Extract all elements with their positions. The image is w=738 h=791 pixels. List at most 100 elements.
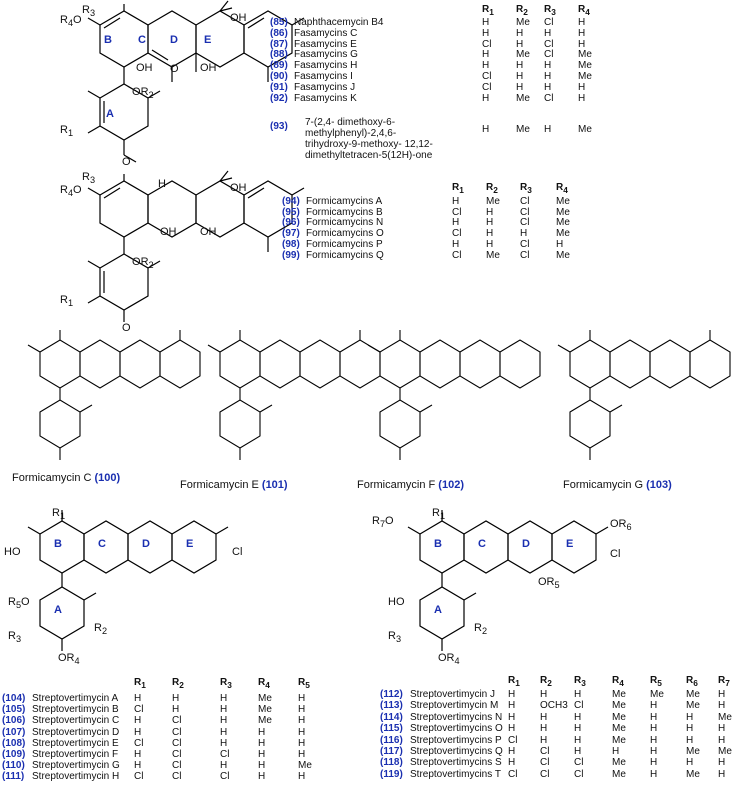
substituent-cell: H (650, 734, 658, 746)
compound-name: Streptovertimycin A (32, 693, 119, 704)
substituent-cell: Cl (540, 757, 550, 769)
col-header-r6: R6 (686, 675, 698, 688)
ring-label-c: C (98, 538, 106, 550)
caption-id: (101) (261, 479, 288, 491)
atom-label-r1: R1 (52, 507, 66, 522)
compound-number: (112) (380, 689, 403, 700)
substituent-cell: Cl (134, 771, 144, 783)
substituent-cell: H (482, 27, 490, 39)
col-header-r3: R3 (544, 4, 556, 17)
atom-label-oh: OH (200, 226, 217, 238)
col-header-r1: R1 (134, 677, 146, 690)
substituent-cell: H (134, 749, 142, 760)
substituent-cell: H (544, 124, 552, 135)
substituent-cell: Me (516, 17, 530, 28)
substituent-cell: H (686, 734, 694, 746)
col-header-r1: R1 (482, 4, 494, 17)
substituent-cell: Me (258, 693, 272, 704)
atom-label-or4: OR4 (58, 652, 80, 667)
compound-number: (109) (2, 749, 26, 760)
compound-name: Formicamycins B (306, 206, 383, 218)
ring-label-a: A (434, 604, 442, 616)
substituent-cell: H (508, 757, 516, 769)
substituent-cell: Me (556, 228, 570, 240)
col-header-r7: R7 (718, 675, 730, 688)
compound-number: (114) (380, 711, 403, 723)
atom-label-r2: R2 (94, 622, 108, 637)
compound-name: Streptovertimycins N (410, 711, 503, 723)
substituent-cell: H (298, 771, 306, 783)
substituent-cell: Me (612, 768, 626, 780)
substituent-cell: Cl (452, 249, 462, 261)
col-header-r2: R2 (172, 677, 184, 690)
substituent-cell: H (650, 757, 658, 769)
substituent-cell: Cl (172, 771, 182, 783)
substituent-cell: Cl (574, 768, 584, 780)
ring-label-c: C (478, 538, 486, 550)
compound-name: Formicamycins N (306, 217, 384, 229)
compound-number: (105) (2, 704, 26, 716)
caption-name: Formicamycin C (12, 472, 92, 484)
compound-name: Streptovertimycins O (410, 723, 503, 735)
substituent-cell: Cl (482, 38, 492, 50)
substituent-cell: Me (556, 206, 570, 218)
compound-name: Formicamycins A (306, 196, 383, 207)
compound-name: Streptovertimycin F (32, 749, 119, 760)
substituent-cell: H (578, 38, 586, 50)
substituent-cell: Cl (520, 238, 530, 250)
substituent-cell: H (718, 689, 726, 700)
atom-label-r3: R3 (8, 630, 22, 645)
substituent-cell: Me (612, 757, 626, 769)
ring-label-a: A (106, 108, 114, 120)
substituent-cell: H (718, 768, 726, 780)
substituent-cell: Cl (574, 700, 584, 712)
substituent-cell: H (486, 228, 494, 240)
substituent-cell: H (574, 689, 582, 700)
substituent-cell: H (482, 17, 490, 28)
substituent-cell: Me (578, 124, 592, 135)
substituent-cell: H (258, 749, 266, 760)
substituent-cell: H (452, 196, 460, 207)
ring-label-d: D (142, 538, 150, 550)
compound-name: Fasamycins I (294, 71, 353, 82)
substituent-cell: H (544, 71, 552, 82)
substituent-cell: H (486, 217, 494, 229)
compound-name: Streptovertimycin E (32, 737, 119, 749)
substituent-cell: H (578, 27, 586, 39)
compound-name: Streptovertimycin M (410, 700, 499, 712)
col-header-r4: R4 (578, 4, 590, 17)
atom-label-cl: Cl (232, 546, 243, 558)
compound-name: Fasamycins H (294, 60, 358, 72)
compound-number: (111) (2, 771, 25, 783)
substituent-cell: H (574, 746, 582, 757)
substituent-cell: H (298, 737, 306, 749)
compound-number: (96) (282, 217, 300, 229)
substituent-cell: H (298, 715, 306, 727)
compound-name: Streptovertimycin G (32, 760, 120, 772)
substituent-cell: Cl (452, 206, 462, 218)
substituent-cell: H (298, 726, 306, 738)
substituent-cell: H (544, 27, 552, 39)
compound-number: (113) (380, 700, 403, 712)
atom-label-o: O (122, 322, 131, 334)
atom-label-oh: OH (230, 12, 247, 24)
substituent-cell: Cl (172, 749, 182, 760)
substituent-cell: Me (650, 689, 664, 700)
caption-formicamycin-e: Formicamycin E (101) (180, 479, 288, 491)
caption-formicamycin-c: Formicamycin C (100) (12, 472, 120, 484)
atom-label-o: O (122, 156, 131, 168)
substituent-cell: H (544, 81, 552, 93)
ring-label-c: C (138, 34, 146, 46)
substituent-cell: Me (578, 49, 592, 61)
substituent-cell: H (650, 768, 658, 780)
substituent-cell: H (516, 27, 524, 39)
compound-name: Fasamycins E (294, 38, 357, 50)
atom-label-ho: HO (388, 596, 405, 608)
compound-number: (88) (270, 49, 288, 61)
substituent-cell: Me (686, 746, 700, 757)
substituent-cell: Me (556, 217, 570, 229)
substituent-cell: H (220, 715, 228, 727)
compound-name: Fasamycins C (294, 27, 358, 39)
